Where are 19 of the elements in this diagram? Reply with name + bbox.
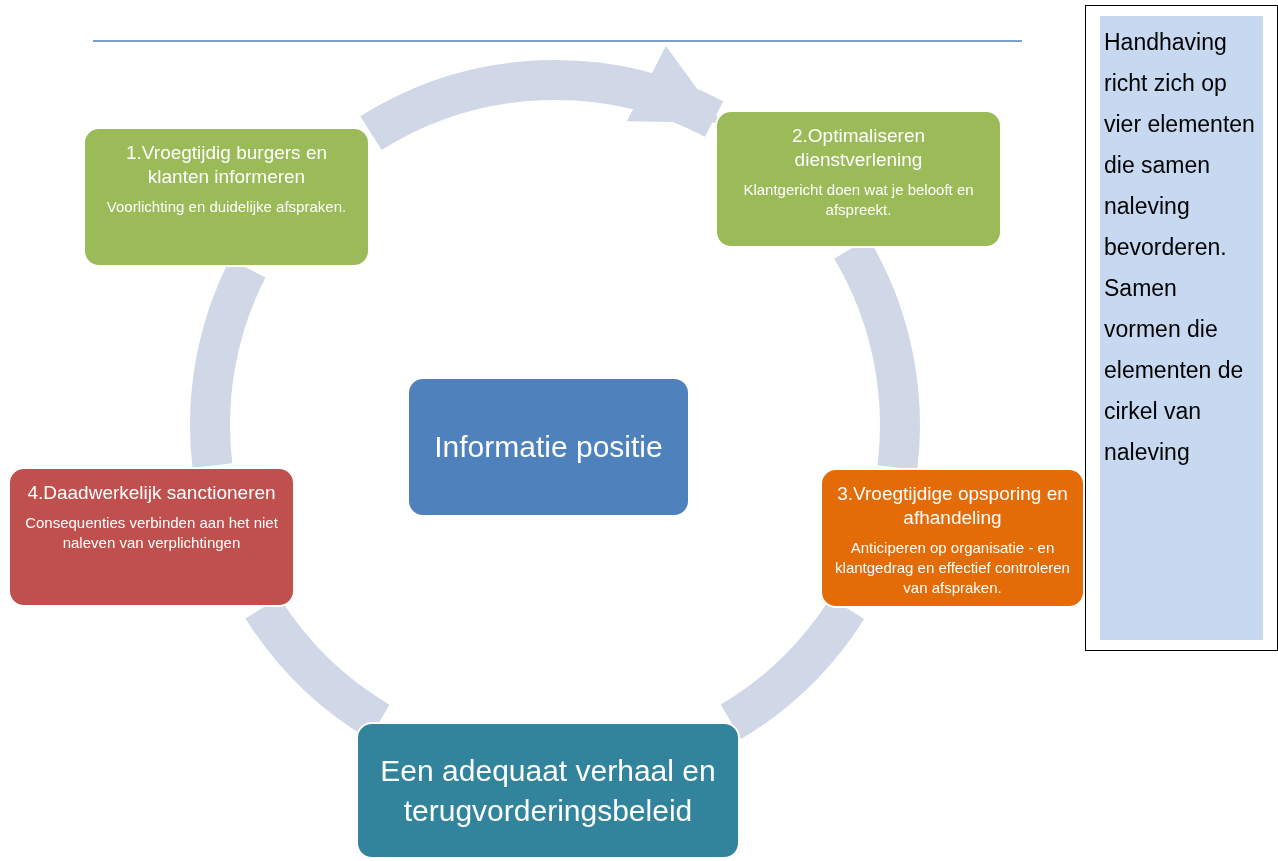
- cycle-arrow: [361, 48, 723, 151]
- policy-box: [356, 722, 740, 859]
- note-text: Handhaving richt zich op vier elementen die samen naleving bevorderen. Samen vormen die elementen de cirkel van naleving: [1100, 16, 1263, 640]
- box-title: Een adequaat verhaal en terugvorderingsbeleid: [379, 752, 717, 829]
- step-description: Klantgericht doen wat je belooft en afspreekt.: [742, 180, 975, 220]
- box-title: Informatie positie: [434, 429, 663, 465]
- step-box: [820, 468, 1085, 608]
- step-title: 1.Vroegtijdig burgers en klanten informeren: [125, 141, 328, 189]
- center-box: [407, 377, 690, 517]
- step-title: 3.Vroegtijdige opsporing en afhandeling: [836, 482, 1069, 530]
- step-box: [715, 110, 1002, 248]
- note-box: [1085, 5, 1278, 651]
- step-title: 2.Optimaliseren dienstverlening: [790, 124, 927, 172]
- step-box: [8, 467, 295, 607]
- step-description: Consequenties verbinden aan het niet naleven van verplichtingen: [24, 513, 279, 553]
- step-title: 4.Daadwerkelijk sanctioneren: [27, 481, 276, 505]
- step-description: Voorlichting en duidelijke afspraken.: [106, 197, 347, 217]
- step-box: [83, 127, 370, 267]
- step-description: Anticiperen op organisatie - en klantgedrag en effectief controleren van afspraken.: [834, 538, 1071, 598]
